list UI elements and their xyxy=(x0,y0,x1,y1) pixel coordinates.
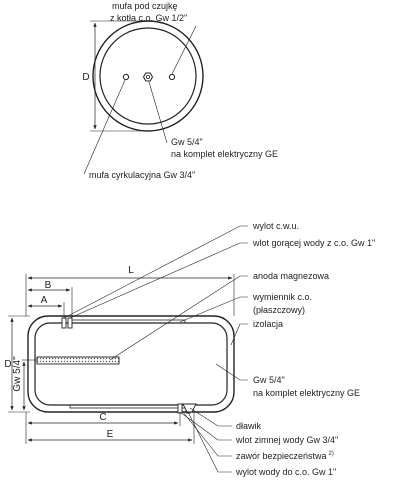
dim-e-label: E xyxy=(107,429,114,440)
label-choke: dławik xyxy=(236,421,262,431)
label-water-outlet: wylot wody do c.o. Gw 1" xyxy=(235,467,336,477)
top-view: D mufa pod czujkę z kotła c.o. Gw 1/2" G… xyxy=(82,1,278,180)
top-electric-label-line1: Gw 5/4" xyxy=(171,137,203,147)
leader-hot-water-outlet xyxy=(63,225,248,319)
leader-water-outlet xyxy=(187,411,232,473)
label-insulation: izolacja xyxy=(253,319,283,329)
top-electric-label-line2: na komplet elektryczny GE xyxy=(171,149,278,159)
sensor-sleeve-label-line2: z kotła c.o. Gw 1/2" xyxy=(110,13,187,23)
dim-gw-label: Gw 5/4" xyxy=(12,356,23,392)
label-magnesium-anode: anoda magnezowa xyxy=(253,271,329,281)
leader-hot-water-inlet xyxy=(69,242,248,319)
leader-insulation xyxy=(230,323,248,346)
label-heat-exchanger-line1: wymiennik c.o. xyxy=(252,292,312,302)
dim-l-label: L xyxy=(128,265,134,276)
top-dim-d-label: D xyxy=(82,72,89,83)
circulation-port xyxy=(122,73,130,81)
label-hot-water-outlet: wylot c.w.u. xyxy=(252,221,299,231)
electric-port-hex xyxy=(142,72,154,82)
label-safety-valve-note: 2) xyxy=(329,451,334,457)
circulation-leader xyxy=(83,79,126,175)
label-hot-water-inlet: wlot gorącej wody z c.o. Gw 1" xyxy=(252,238,375,248)
label-electric-set-line2: na komplet elektryczny GE xyxy=(253,388,360,398)
electric-port-center xyxy=(145,75,150,80)
label-electric-set-line1: Gw 5/4" xyxy=(253,375,285,385)
leader-magnesium-anode xyxy=(109,275,248,361)
leader-electric-set xyxy=(215,363,248,381)
hot-water-inlet-nozzle xyxy=(67,317,73,329)
cold-water-inlet-nozzle xyxy=(177,403,183,414)
dim-a-label: A xyxy=(41,295,48,306)
leader-heat-exchanger xyxy=(179,296,248,323)
tank-outer-circle xyxy=(92,20,204,132)
sensor-sleeve-label-line1: mufa pod czujkę xyxy=(112,1,178,11)
side-view: L B A D Gw 5/4" C E xyxy=(4,221,375,477)
leader-safety-valve xyxy=(182,411,232,457)
hot-water-outlet-nozzle xyxy=(61,317,67,329)
sensor-port xyxy=(168,73,176,81)
tank-outer-shell xyxy=(27,315,235,413)
label-heat-exchanger-line2: (płaszczowy) xyxy=(253,305,305,315)
label-cold-water-inlet: wlot zimnej wody Gw 3/4" xyxy=(235,435,338,445)
dim-d-label: D xyxy=(4,359,11,370)
dim-c-label: C xyxy=(99,412,106,423)
tank-inner-circle xyxy=(99,27,197,125)
electric-leader xyxy=(148,81,168,144)
leader-choke xyxy=(189,407,232,427)
label-safety-valve-text: zawór bezpieczeństwa xyxy=(236,451,327,461)
magnesium-anode xyxy=(36,356,120,365)
dim-b-label: B xyxy=(45,280,52,291)
sensor-leader xyxy=(171,25,197,75)
circulation-sleeve-label: mufa cyrkulacyjna Gw 3/4" xyxy=(89,170,195,180)
